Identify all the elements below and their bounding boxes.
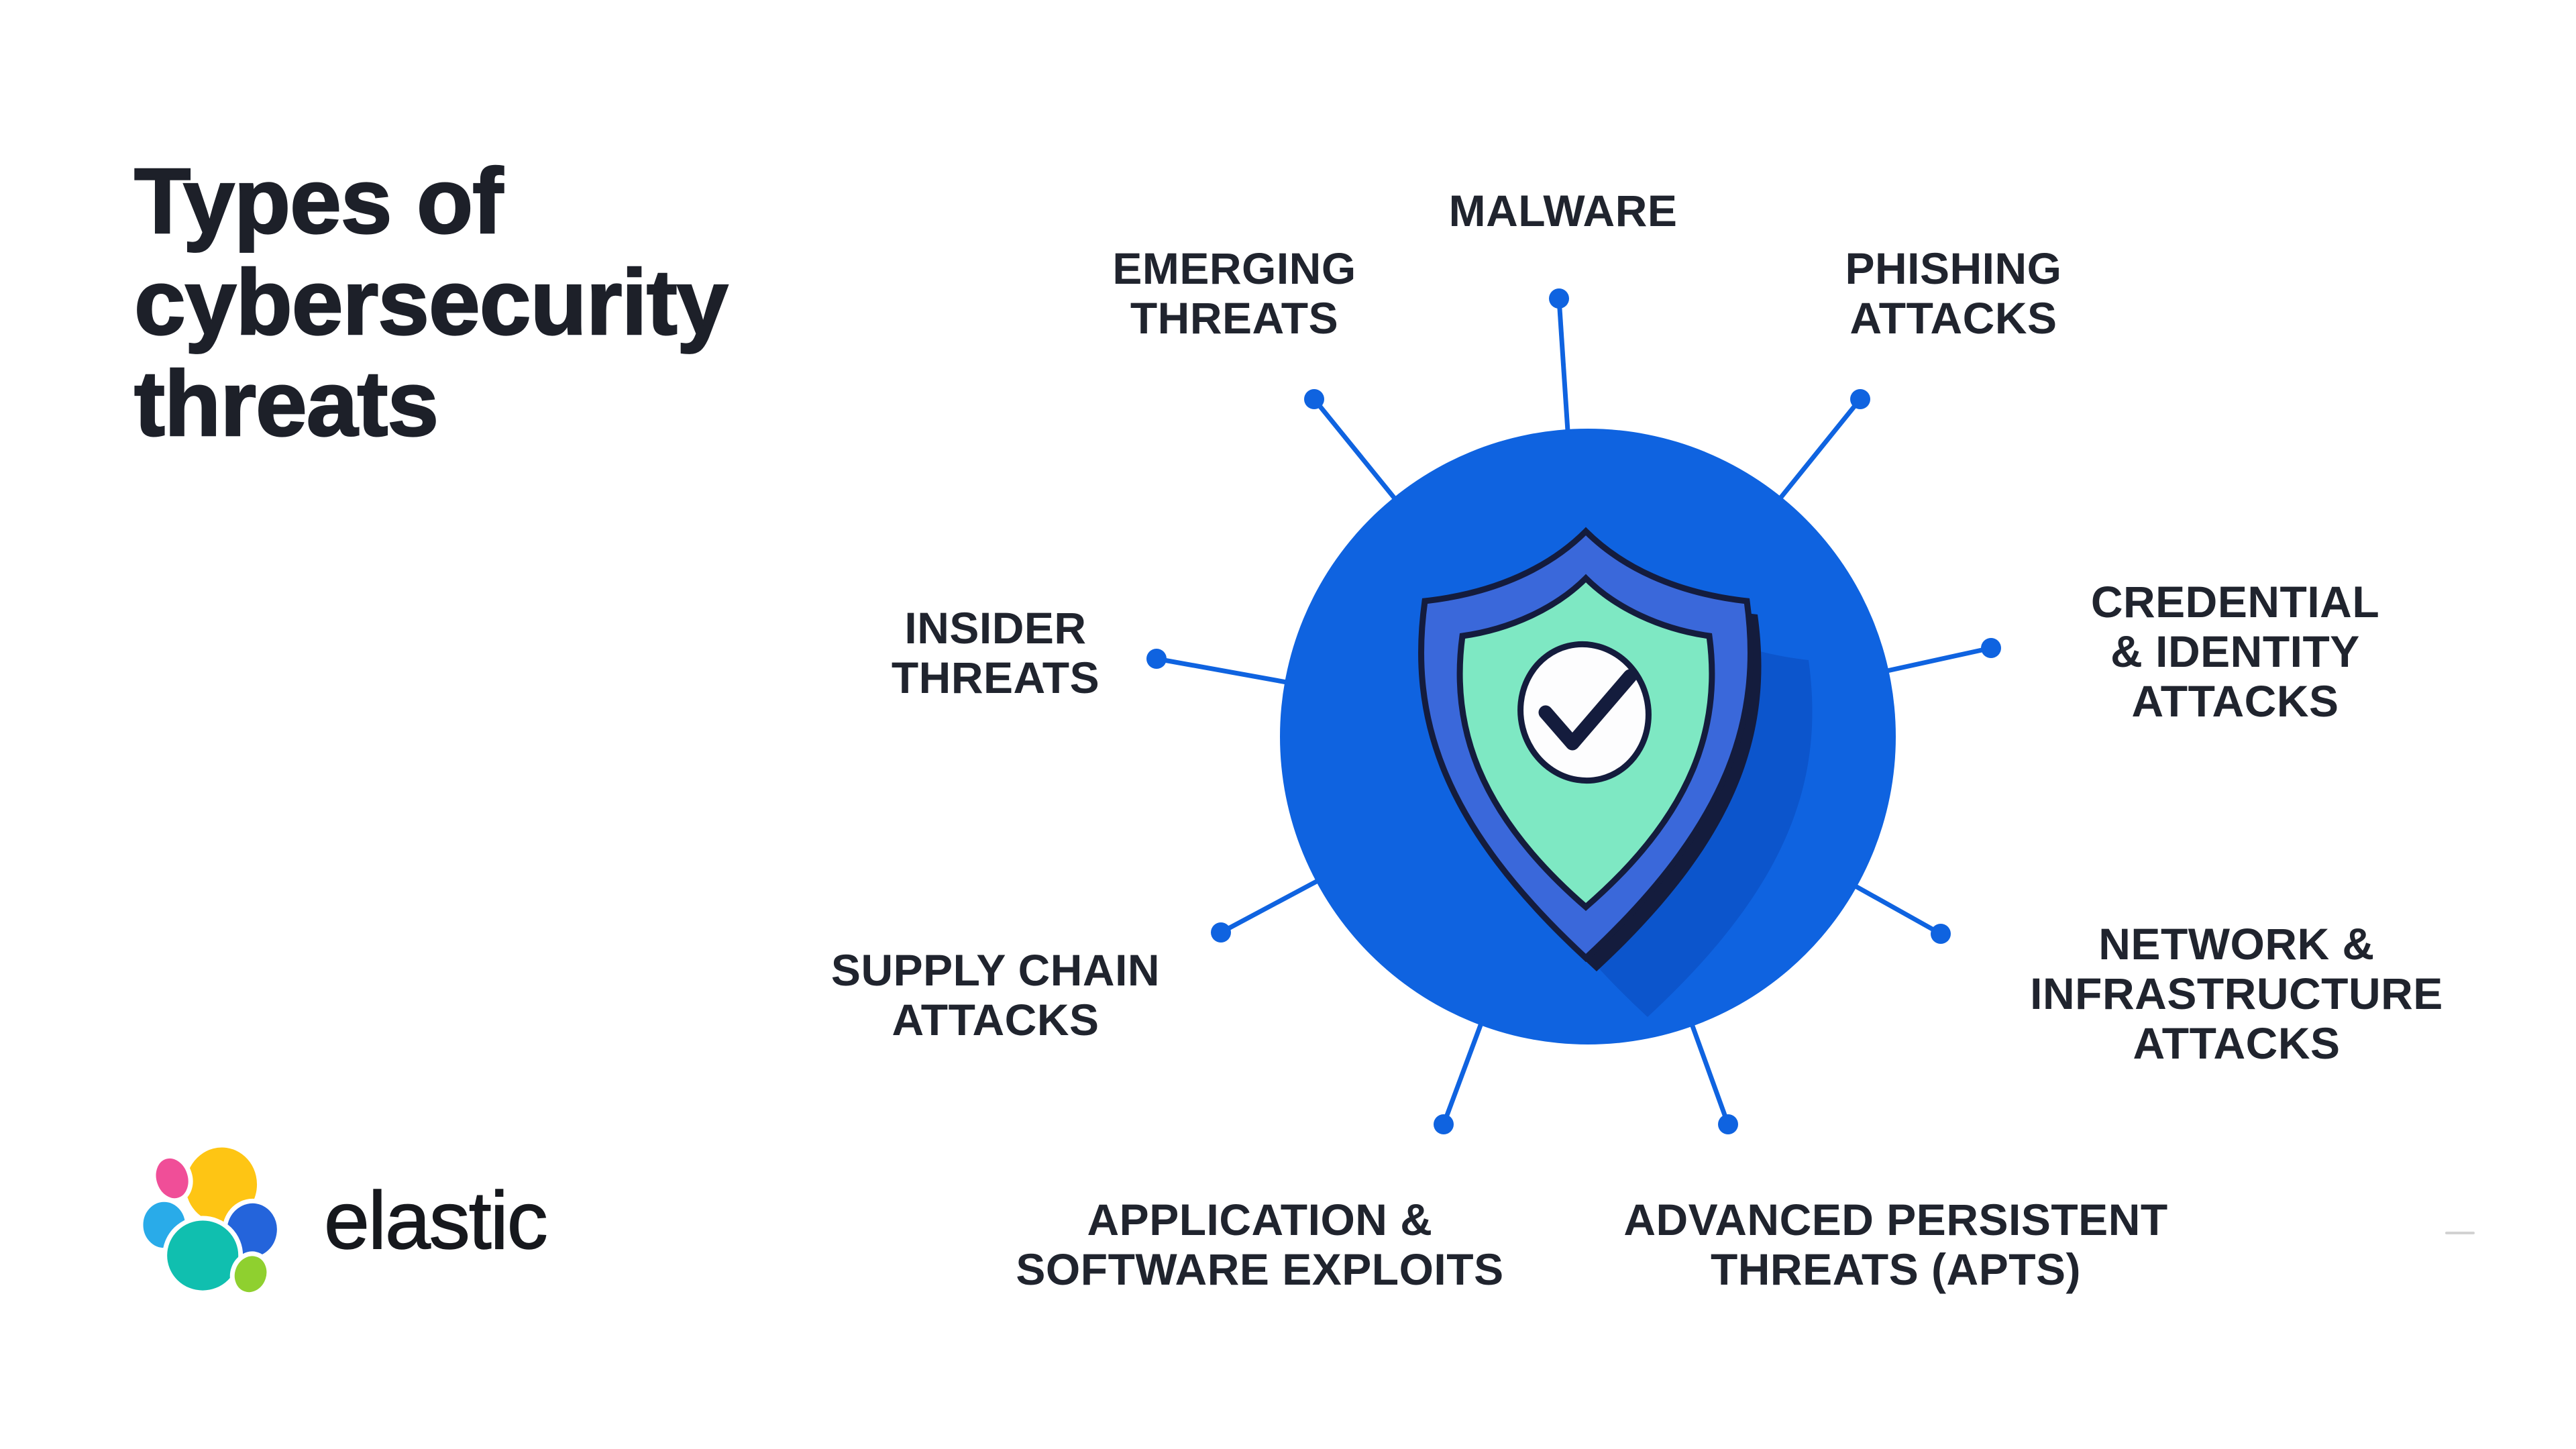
label-phishing-attacks: PHISHING ATTACKS — [1845, 244, 2062, 343]
spoke-dot-credential-identity-attacks — [1981, 638, 2001, 658]
check-badge-circle — [1517, 641, 1652, 784]
logo-blob-teal — [162, 1216, 244, 1295]
label-application-software-exploits: APPLICATION & SOFTWARE EXPLOITS — [1016, 1195, 1504, 1294]
label-credential-identity-attacks: CREDENTIAL & IDENTITY ATTACKS — [2090, 577, 2380, 726]
label-network-infrastructure-attacks: NETWORK & INFRASTRUCTURE ATTACKS — [2030, 919, 2443, 1068]
checkmark-icon — [1538, 669, 1638, 751]
elastic-logo-text: elastic — [323, 1174, 548, 1267]
stray-mark — [2445, 1232, 2475, 1234]
spoke-dot-phishing-attacks — [1850, 389, 1870, 409]
spoke-dot-malware — [1549, 288, 1569, 309]
page-title: Types of cybersecurity threats — [133, 150, 729, 455]
logo-blob-pink — [151, 1153, 193, 1203]
label-emerging-threats: EMERGING THREATS — [1112, 244, 1356, 343]
spoke-dot-network-infrastructure-attacks — [1931, 924, 1951, 944]
label-advanced-persistent-threats: ADVANCED PERSISTENT THREATS (APTS) — [1623, 1195, 2168, 1294]
spoke-dot-supply-chain-attacks — [1211, 922, 1231, 943]
elastic-logo: elastic — [138, 1144, 549, 1297]
label-malware: MALWARE — [1448, 186, 1678, 236]
logo-blob-green — [229, 1251, 272, 1297]
label-supply-chain-attacks: SUPPLY CHAIN ATTACKS — [830, 945, 1161, 1044]
label-insider-threats: INSIDER THREATS — [891, 603, 1100, 702]
shield-illustration — [1418, 527, 1813, 1017]
spoke-dot-insider-threats — [1146, 649, 1167, 669]
spoke-dot-advanced-persistent-threats — [1718, 1114, 1738, 1134]
elastic-logo-mark-icon — [138, 1144, 282, 1297]
spoke-dot-emerging-threats — [1304, 389, 1324, 409]
spoke-dot-application-software-exploits — [1434, 1114, 1454, 1134]
